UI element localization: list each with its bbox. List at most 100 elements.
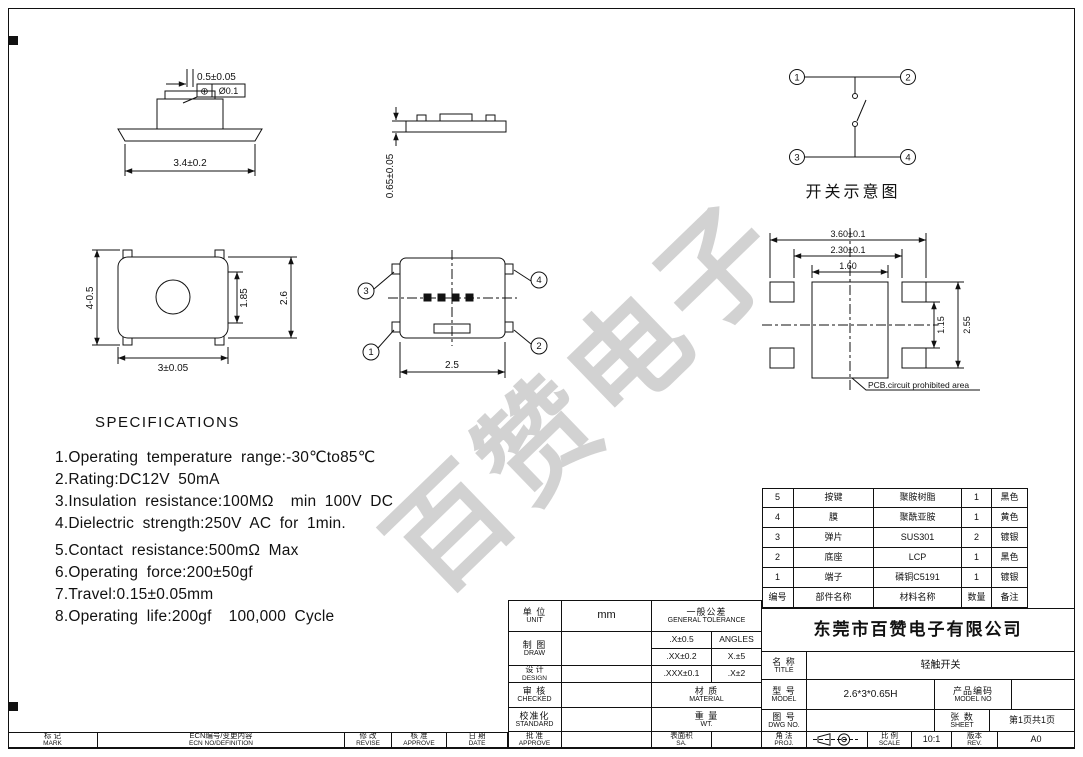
label-zh: 图 号 [772, 711, 796, 722]
label-zh: 日 期 [468, 732, 486, 740]
label-en: ECN NO/DEFINITION [189, 740, 253, 748]
title-value: 轻触开关 [807, 652, 1075, 680]
scale-label: 比 例 SCALE [868, 732, 912, 748]
rev-label: 版本 REV. [952, 732, 998, 748]
third-angle-projection-icon [813, 733, 858, 746]
bom-cell-material: SUS301 [874, 528, 962, 548]
bom-cell-material: 磷铜C5191 [874, 568, 962, 588]
spec-item: 8.Operating life:200gf 100,000 Cycle [55, 608, 335, 625]
tolerance-value: ANGLES [712, 632, 762, 649]
label-en: DRAW [523, 649, 546, 657]
table-border-line [762, 488, 763, 608]
bom-cell-note: 黑色 [992, 548, 1028, 568]
model-value: 2.6*3*0.65H [807, 680, 935, 710]
label-zh: 审 核 [522, 686, 547, 697]
label-en: UNIT [526, 616, 543, 624]
bom-cell-material: 聚胺树脂 [874, 488, 962, 508]
bom-cell-part: 弹片 [794, 528, 874, 548]
bom-cell-part: 按键 [794, 488, 874, 508]
projection-label: 角 法 PROJ. [762, 732, 807, 748]
label-en: SHEET [950, 721, 974, 729]
product-code-value-cell [1012, 680, 1075, 710]
standard-label: 校准化 STANDARD [508, 708, 562, 732]
tolerance-value: X.±5 [712, 649, 762, 666]
revise-label: 修 改 REVISE [345, 732, 392, 748]
table-border-line [8, 732, 508, 733]
rev-value: A0 [998, 732, 1075, 748]
date-label: 日 期 DATE [447, 732, 508, 748]
tolerance-value: .XXX±0.1 [652, 666, 712, 683]
tolerance-value: .X±0.5 [652, 632, 712, 649]
bom-cell-qty: 2 [962, 528, 992, 548]
bom-cell-part: 底座 [794, 548, 874, 568]
checked-label: 审 核 CHECKED [508, 683, 562, 708]
bom-cell-no: 5 [762, 488, 794, 508]
label-en: MARK [43, 740, 62, 748]
spec-item: 7.Travel:0.15±0.05mm [55, 586, 214, 603]
bom-cell-material: LCP [874, 548, 962, 568]
tolerance-value: .X±2 [712, 666, 762, 683]
bom-cell-note: 黑色 [992, 488, 1028, 508]
model-label: 型 号 MODEL [762, 680, 807, 710]
label-en: GENERAL TOLERANCE [667, 616, 746, 624]
bom-cell-no: 4 [762, 508, 794, 528]
label-en: SA. [676, 740, 687, 748]
label-zh: 制 图 [522, 639, 547, 650]
scale-value: 10:1 [912, 732, 952, 748]
dwg-no-value-cell [807, 710, 935, 732]
bom-header-part: 部件名称 [794, 588, 874, 608]
label-zh: ECN编号/变更内容 [189, 732, 253, 740]
checked-signature-cell [562, 683, 652, 708]
bom-header-no: 编号 [762, 588, 794, 608]
label-zh: 角 法 [775, 732, 793, 740]
bom-cell-part: 膜 [794, 508, 874, 528]
label-zh: 核 准 [410, 732, 428, 740]
label-zh: 修 改 [359, 732, 377, 740]
label-en: SCALE [878, 740, 901, 748]
label-zh: 名 称 [772, 656, 796, 667]
bom-cell-note: 镀银 [992, 568, 1028, 588]
standard-signature-cell [562, 708, 652, 732]
bom-header-material: 材料名称 [874, 588, 962, 608]
bom-cell-no: 1 [762, 568, 794, 588]
frame-edge-mark [9, 702, 18, 711]
label-en: STANDARD [515, 720, 554, 728]
company-name: 东莞市百赞电子有限公司 [762, 608, 1075, 652]
bom-cell-note: 黄色 [992, 508, 1028, 528]
ecn-label: ECN编号/变更内容 ECN NO/DEFINITION [98, 732, 345, 748]
label-zh: 型 号 [772, 685, 796, 696]
surface-area-label: 表面积 SA. [652, 732, 712, 748]
unit-label: 单 位 UNIT [508, 600, 562, 632]
sheet-border-frame [8, 8, 1075, 749]
draw-signature-cell [562, 632, 652, 666]
label-zh: 版本 [967, 732, 982, 740]
label-en: DATE [468, 740, 486, 748]
frame-edge-mark [9, 36, 18, 45]
label-en: DESIGN [522, 674, 547, 682]
spec-item: 4.Dielectric strength:250V AC for 1min. [55, 515, 346, 532]
weight-label: 重 量 WT. [652, 708, 762, 732]
label-en: MODEL NO [954, 695, 992, 703]
label-zh: 材 质 [694, 686, 719, 697]
sheet-value: 第1页共1页 [990, 710, 1075, 732]
label-en: MATERIAL [689, 696, 724, 704]
draw-label: 制 图 DRAW [508, 632, 562, 666]
label-en: REVISE [356, 740, 380, 748]
bom-cell-qty: 1 [962, 568, 992, 588]
spec-item: 2.Rating:DC12V 50mA [55, 471, 220, 488]
label-en: WT. [700, 720, 713, 728]
bom-cell-no: 2 [762, 548, 794, 568]
bom-cell-note: 镀银 [992, 528, 1028, 548]
label-en: REV. [967, 740, 982, 748]
label-en: PROJ. [774, 740, 794, 748]
label-zh: 单 位 [522, 606, 547, 617]
label-en: CHECKED [517, 696, 552, 704]
label-en: MODEL [771, 695, 797, 703]
tolerance-value: .XX±0.2 [652, 649, 712, 666]
table-border-line [762, 488, 1028, 489]
title-label: 名 称 TITLE [762, 652, 807, 680]
spec-item: 6.Operating force:200±50gf [55, 564, 253, 581]
approve-check-label: 核 准 APPROVE [392, 732, 447, 748]
bom-cell-no: 3 [762, 528, 794, 548]
specifications-section: SPECIFICATIONS 1.Operating temperature r… [55, 414, 393, 628]
